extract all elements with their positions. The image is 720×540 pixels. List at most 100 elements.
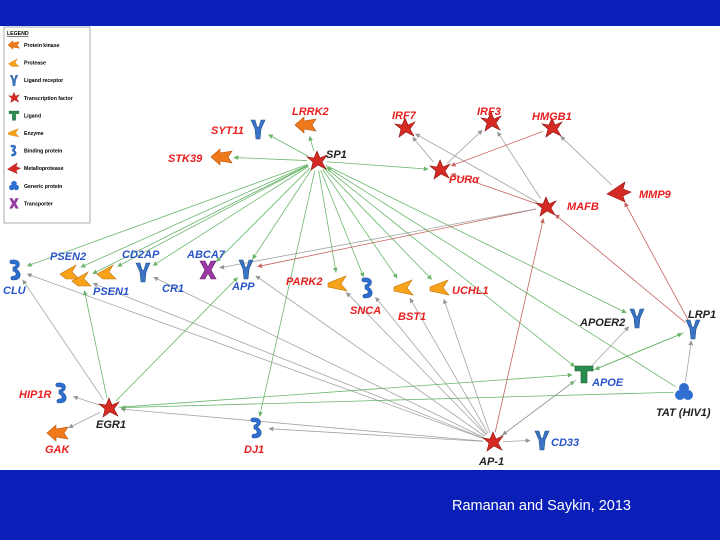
edge-sp1-to-syt11: [268, 134, 309, 157]
edge-pura-to-irf3: [447, 129, 483, 164]
node-label-egr1: EGR1: [96, 419, 126, 431]
legend-label-binding-protein: Binding protein: [24, 149, 62, 155]
node-label-apoer2: APOER2: [579, 317, 625, 329]
edge-apoe-to-lrp1: [593, 333, 683, 371]
syt11-ligand-receptor-icon: [250, 119, 266, 140]
edge-mafb-to-irf7: [415, 133, 538, 203]
cd33-ligand-receptor-icon: [534, 430, 550, 451]
edge-sp1-to-lrrk2: [308, 136, 315, 152]
sp1-transcription-factor-icon: [305, 150, 328, 171]
edge-ap1-to-egr1: [120, 407, 484, 442]
stk39-protein-kinase-icon: [210, 148, 233, 166]
node-label-bst1: BST1: [398, 311, 426, 323]
uchl1-enzyme-icon: [429, 279, 450, 296]
edge-sp1-to-dj1: [258, 170, 316, 417]
snca-binding-protein-icon: [361, 277, 373, 299]
legend-label-metalloprotease: Metalloprotease: [24, 166, 64, 172]
apoe-ligand-icon: [574, 365, 594, 384]
mafb-transcription-factor-icon: [534, 196, 557, 217]
node-label-cd33: CD33: [551, 437, 579, 449]
legend-label-protease: Protease: [24, 61, 46, 67]
node-label-irf7: IRF7: [392, 110, 417, 122]
edge-mafb-to-pura: [450, 173, 537, 205]
node-label-cr1: CR1: [162, 283, 184, 295]
pura-transcription-factor-icon: [428, 159, 451, 180]
abca7-transporter-icon: [199, 260, 217, 280]
edge-sp1-to-abca7: [216, 167, 311, 262]
cr1-ligand-receptor-icon: [135, 262, 151, 283]
legend-label-generic-protein: Generic protein: [24, 184, 62, 190]
node-label-stk39: STK39: [168, 153, 203, 165]
legend-transporter-icon: [9, 198, 19, 209]
edge-sp1-to-psen1: [92, 165, 309, 274]
legend-label-transcription-factor: Transcription factor: [24, 96, 73, 102]
edge-lrp1-to-mmp9: [624, 202, 689, 321]
edge-ap1-to-dj1: [268, 426, 484, 442]
lrrk2-protein-kinase-icon: [294, 116, 317, 134]
app-ligand-receptor-icon: [238, 259, 254, 280]
legend-label-protein-kinase: Protein kinase: [24, 43, 60, 49]
edge-ap1-to-mafb: [494, 218, 545, 433]
edge-sp1-to-park2: [318, 170, 338, 273]
edge-ap1-to-uchl1: [443, 298, 491, 433]
node-label-pura: PURα: [449, 174, 480, 186]
egr1-transcription-factor-icon: [97, 397, 120, 418]
nodes-layer: [9, 111, 701, 452]
node-label-irf3: IRF3: [477, 106, 501, 118]
edge-sp1-to-uchl1: [323, 167, 432, 280]
psen1-protease-icon: [71, 271, 92, 287]
legend-border: [3, 26, 91, 224]
edge-tat-to-sp1: [326, 167, 676, 388]
edge-sp1-to-apoer2: [325, 165, 627, 314]
node-label-ap1: AP-1: [478, 456, 504, 468]
node-label-dj1: DJ1: [244, 444, 264, 456]
node-label-tat: TAT (HIV1): [656, 407, 711, 419]
edge-egr1-to-clu: [22, 279, 104, 400]
node-label-psen1: PSEN1: [93, 286, 129, 298]
legend-label-transporter: Transporter: [24, 201, 53, 207]
edge-sp1-to-app: [252, 169, 312, 260]
edge-sp1-to-pura: [326, 161, 429, 172]
psen2-protease-icon: [59, 264, 80, 280]
node-label-syt11: SYT11: [211, 125, 244, 137]
edge-sp1-to-cr1: [152, 166, 309, 266]
node-label-snca: SNCA: [350, 305, 381, 317]
cd2ap-protease-icon: [96, 264, 117, 280]
edge-pura-to-irf7: [412, 136, 434, 163]
edge-sp1-to-stk39: [233, 155, 308, 161]
legend-transcription-factor-icon: [7, 91, 20, 104]
edge-mafb-to-abca7: [219, 208, 537, 270]
clu-binding-protein-icon: [9, 259, 21, 281]
legend-protein-kinase-icon: [7, 40, 20, 50]
hmgb1-transcription-factor-icon: [540, 117, 563, 138]
node-label-hmgb1: HMGB1: [532, 111, 572, 123]
legend-binding-protein-icon: [10, 144, 17, 157]
bst1-enzyme-icon: [393, 279, 414, 296]
node-label-cd2ap: CD2AP: [122, 249, 160, 261]
edge-ap1-to-psen1: [92, 282, 484, 439]
edge-mmp9-to-hmgb1: [560, 135, 613, 186]
node-label-lrrk2: LRRK2: [292, 106, 329, 118]
edge-sp1-to-apoe: [324, 166, 575, 367]
node-label-hip1r: HIP1R: [19, 389, 51, 401]
legend-protease-icon: [8, 58, 20, 67]
legend-generic-protein-icon: [9, 180, 19, 191]
edge-ap1-to-cd33: [502, 438, 531, 444]
edge-egr1-to-apoe: [118, 372, 573, 408]
edges-layer: [22, 129, 694, 444]
node-label-psen2: PSEN2: [50, 251, 86, 263]
edge-egr1-to-hip1r: [72, 395, 100, 406]
edge-egr1-to-psen1: [82, 290, 108, 399]
edge-egr1-to-app: [115, 277, 238, 402]
hip1r-binding-protein-icon: [55, 382, 67, 404]
tat-generic-protein-icon: [675, 383, 693, 400]
irf3-transcription-factor-icon: [479, 111, 502, 132]
citation: Ramanan and Saykin, 2013: [452, 498, 631, 514]
dj1-binding-protein-icon: [250, 417, 262, 439]
title-bar: [0, 0, 720, 26]
legend-label-enzyme: Enzyme: [24, 131, 44, 137]
